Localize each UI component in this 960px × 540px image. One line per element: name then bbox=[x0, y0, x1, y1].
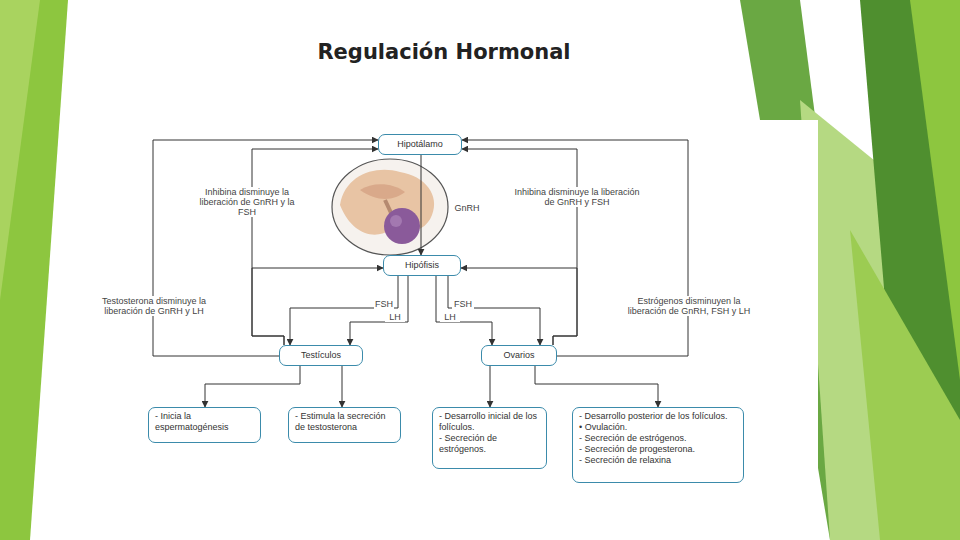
edge-label: Inhibina disminuye la liberación de GnRH… bbox=[195, 187, 299, 217]
hypothalamus-shape bbox=[360, 184, 405, 199]
connector-arrow bbox=[421, 155, 422, 255]
box-text: - Secreción de estrógenos. bbox=[439, 433, 540, 455]
connector-arrow bbox=[535, 366, 658, 407]
function-box: - Estimula la secreción de testosterona bbox=[288, 407, 401, 443]
illustration-frame bbox=[332, 159, 448, 255]
box-content: Hipófisis bbox=[405, 260, 439, 271]
connector-arrow bbox=[436, 276, 492, 345]
brain-illustration bbox=[332, 159, 448, 255]
edge-label: GnRH bbox=[452, 203, 482, 213]
box-text: - Estimula la secreción de testosterona bbox=[295, 411, 394, 433]
organ-box: Ovarios bbox=[481, 345, 557, 366]
edge-label: LH bbox=[440, 312, 460, 322]
green-band bbox=[910, 0, 960, 380]
function-box: - Inicia la espermatogénesis bbox=[148, 407, 261, 443]
connector-arrow bbox=[342, 366, 343, 407]
pituitary-lobe bbox=[390, 215, 402, 227]
connector-arrow bbox=[490, 366, 491, 407]
box-text: - Desarrollo posterior de los folículos. bbox=[579, 411, 737, 422]
box-content: - Desarrollo posterior de los folículos.… bbox=[579, 411, 737, 466]
organ-box: Hipófisis bbox=[383, 255, 461, 276]
connector-arrow bbox=[462, 149, 577, 345]
box-text: - Secreción de progesterona. bbox=[579, 444, 737, 455]
box-content: - Estimula la secreción de testosterona bbox=[295, 411, 394, 433]
green-band bbox=[0, 0, 40, 300]
box-text: - Desarrollo inicial de los folículos. bbox=[439, 411, 540, 433]
box-text: - Inicia la espermatogénesis bbox=[155, 411, 254, 433]
function-box: - Desarrollo inicial de los folículos.- … bbox=[432, 407, 547, 469]
connector-arrow bbox=[205, 366, 300, 407]
box-text: - Secreción de estrógenos. bbox=[579, 433, 737, 444]
box-content: Hipotálamo bbox=[397, 139, 443, 150]
connector-arrow bbox=[290, 276, 398, 345]
box-text: Ovarios bbox=[503, 350, 534, 361]
edge-label: Inhibina disminuye la liberación de GnRH… bbox=[510, 187, 644, 207]
connector-arrow bbox=[153, 140, 378, 356]
organ-box: Hipotálamo bbox=[378, 134, 462, 155]
box-content: - Desarrollo inicial de los folículos.- … bbox=[439, 411, 540, 455]
connector-arrow bbox=[462, 140, 688, 356]
box-content: - Inicia la espermatogénesis bbox=[155, 411, 254, 433]
box-text: Hipófisis bbox=[405, 260, 439, 271]
pituitary-gland bbox=[384, 208, 420, 244]
edge-label: LH bbox=[385, 312, 405, 322]
box-content: Ovarios bbox=[503, 350, 534, 361]
connector-arrow bbox=[252, 268, 383, 345]
connector-arrow bbox=[252, 149, 378, 345]
box-content: Testículos bbox=[301, 350, 341, 361]
green-band bbox=[850, 230, 960, 540]
box-text: Hipotálamo bbox=[397, 139, 443, 150]
edge-label: Estrógenos disminuyen la liberación de G… bbox=[622, 296, 756, 316]
edge-label: FSH bbox=[374, 299, 394, 309]
box-text: • Ovulación. bbox=[579, 422, 737, 433]
connector-arrow bbox=[350, 276, 408, 345]
slide-title: Regulación Hormonal bbox=[244, 40, 644, 64]
edge-label: FSH bbox=[452, 299, 474, 309]
organ-box: Testículos bbox=[279, 345, 363, 366]
box-text: - Secreción de relaxina bbox=[579, 455, 737, 466]
connector-arrow bbox=[448, 276, 540, 345]
green-band bbox=[0, 0, 68, 540]
edge-label: Testosterona disminuye la liberación de … bbox=[100, 296, 208, 316]
function-box: - Desarrollo posterior de los folículos.… bbox=[572, 407, 744, 483]
connector-arrow bbox=[461, 268, 577, 345]
box-text: Testículos bbox=[301, 350, 341, 361]
